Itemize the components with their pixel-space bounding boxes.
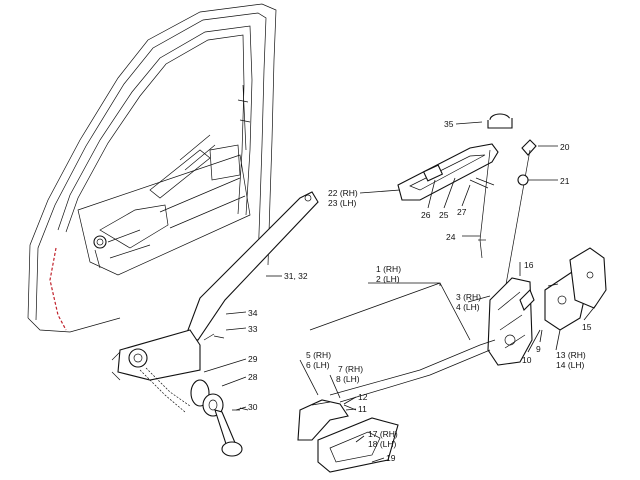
label-26: 26	[421, 210, 431, 220]
label-9: 9	[536, 344, 541, 354]
regulator-arm	[111, 191, 319, 413]
label-14-lh: 14 (LH)	[556, 360, 585, 370]
label-2-lh: 2 (LH)	[376, 274, 400, 284]
label-24: 24	[446, 232, 456, 242]
label-31-32: 31, 32	[284, 271, 308, 281]
label-5-rh: 5 (RH)	[306, 350, 331, 360]
label-28: 28	[248, 372, 258, 382]
label-7-rh: 7 (RH)	[338, 364, 363, 374]
label-22-rh: 22 (RH)	[328, 188, 358, 198]
lock-rod	[478, 139, 537, 291]
label-19: 19	[386, 453, 396, 463]
label-11: 11	[358, 404, 367, 414]
label-17-rh: 17 (RH)	[368, 429, 398, 439]
label-35: 35	[444, 119, 454, 129]
label-4-lh: 4 (LH)	[456, 302, 480, 312]
striker-plates	[544, 247, 607, 331]
label-1-rh: 1 (RH)	[376, 264, 401, 274]
label-6-lh: 6 (LH)	[306, 360, 330, 370]
door-pull-handle	[397, 113, 513, 201]
label-29: 29	[248, 354, 258, 364]
label-30: 30	[248, 402, 258, 412]
label-33: 33	[248, 324, 258, 334]
part-labels: 35 20 21 22 (RH) 23 (LH) 26 25 27 24 31,…	[248, 119, 592, 463]
label-23-lh: 23 (LH)	[328, 198, 357, 208]
label-27: 27	[457, 207, 467, 217]
label-34: 34	[248, 308, 258, 318]
label-20: 20	[560, 142, 570, 152]
label-10: 10	[522, 355, 532, 365]
door-lock-assembly	[487, 277, 535, 366]
regulator-handle	[190, 333, 249, 457]
inside-handle	[297, 399, 399, 473]
label-3-rh: 3 (RH)	[456, 292, 481, 302]
label-15: 15	[582, 322, 592, 332]
label-21: 21	[560, 176, 570, 186]
leader-lines	[203, 121, 597, 463]
label-25: 25	[439, 210, 449, 220]
linkage-rods	[329, 339, 496, 403]
label-18-lh: 18 (LH)	[368, 439, 397, 449]
label-16: 16	[524, 260, 534, 270]
door-frame	[27, 3, 277, 333]
label-8-lh: 8 (LH)	[336, 374, 360, 384]
label-13-rh: 13 (RH)	[556, 350, 586, 360]
label-12: 12	[358, 392, 368, 402]
